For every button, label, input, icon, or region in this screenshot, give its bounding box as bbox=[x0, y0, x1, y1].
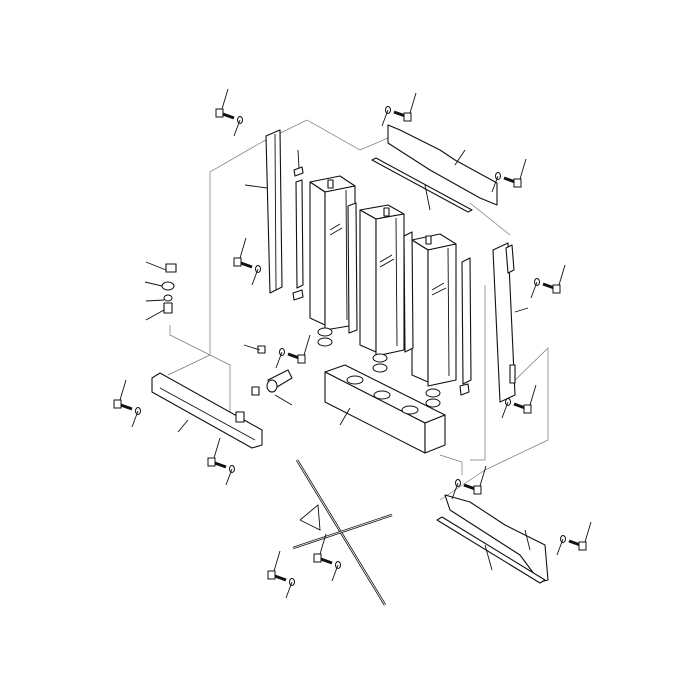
bolt-icon bbox=[113, 379, 141, 428]
lower-left-tank bbox=[151, 372, 263, 449]
bolt-icon bbox=[556, 521, 592, 556]
bolt-icon bbox=[313, 533, 341, 582]
bolt-icon bbox=[267, 550, 295, 599]
bolt-icon bbox=[530, 264, 566, 299]
radiator-core-2 bbox=[359, 204, 405, 357]
bolt-icon bbox=[207, 437, 235, 486]
bolt-icon bbox=[215, 88, 243, 137]
seal-strips-middle bbox=[347, 202, 472, 396]
bolt-icon bbox=[275, 334, 311, 369]
bolt-icon bbox=[501, 384, 537, 419]
radiator-core-1 bbox=[309, 175, 356, 331]
bolt-icon bbox=[233, 237, 261, 286]
hose-and-clamps bbox=[243, 344, 293, 406]
bolts-and-washers bbox=[113, 88, 592, 599]
assembly-guide-lines bbox=[167, 119, 549, 501]
fittings-left bbox=[144, 261, 177, 321]
top-plate bbox=[371, 124, 498, 213]
left-side-bracket bbox=[244, 129, 283, 294]
bolt-icon bbox=[491, 158, 527, 193]
stay-rods bbox=[292, 459, 393, 606]
lower-right-bracket bbox=[436, 494, 549, 584]
bolt-icon bbox=[381, 92, 417, 127]
bolt-icon bbox=[451, 465, 487, 500]
seal-strips-left bbox=[292, 149, 304, 301]
o-rings bbox=[317, 327, 441, 408]
right-side-bracket bbox=[492, 242, 529, 403]
radiator-core-3 bbox=[411, 233, 457, 387]
bottom-tank bbox=[324, 364, 446, 454]
